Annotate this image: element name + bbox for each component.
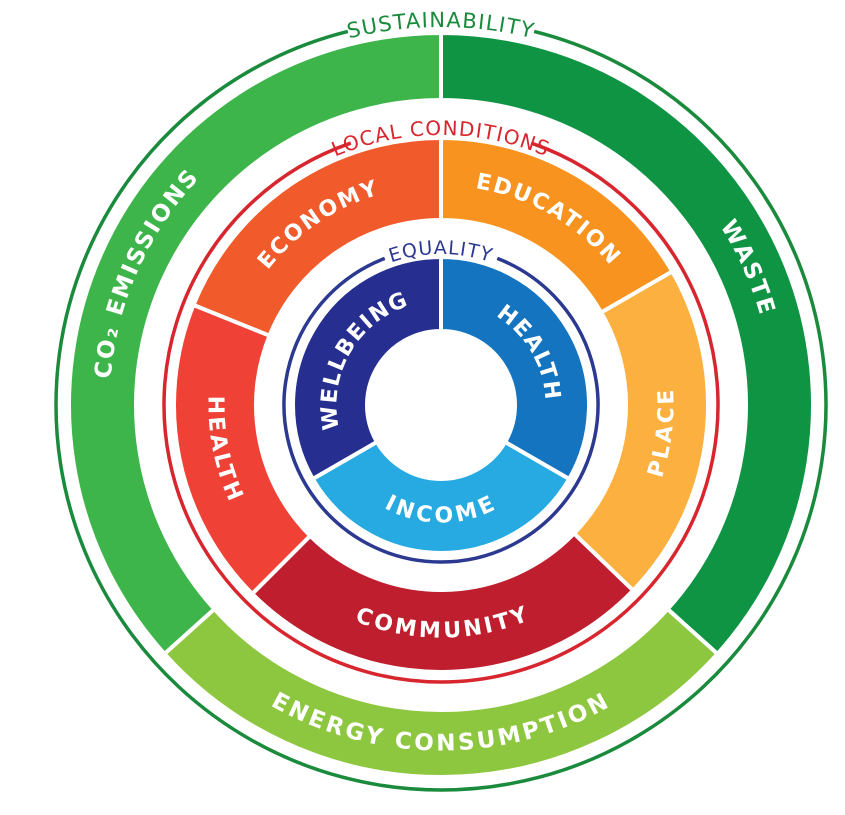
segment-waste xyxy=(439,30,815,657)
segment-health-equality xyxy=(439,254,591,482)
inner-ring-outline xyxy=(282,256,600,564)
segment-health-local xyxy=(172,302,314,597)
segment-co2 xyxy=(67,30,443,657)
outlines-layer xyxy=(54,29,828,792)
middle-ring-outline xyxy=(162,141,720,684)
segment-energy xyxy=(161,606,721,779)
segment-community xyxy=(249,530,636,674)
segments-layer xyxy=(67,30,815,779)
segment-wellbeing xyxy=(291,254,443,482)
segment-income xyxy=(310,439,572,555)
outer-ring-outline xyxy=(54,29,828,792)
